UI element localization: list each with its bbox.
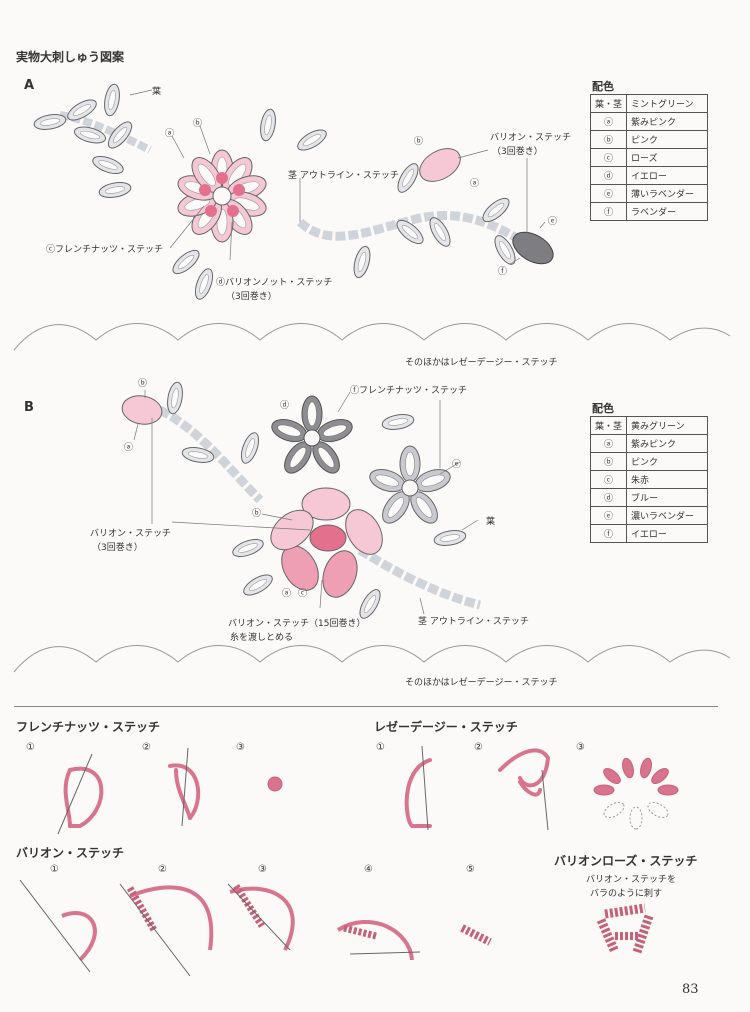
bullion-step-3: ③ <box>258 864 267 875</box>
label-d-b: ⓓ <box>280 401 290 411</box>
label-bullion15-b-2: 糸を渡しとめる <box>230 633 294 643</box>
label-bullion-knot-a-2: （3回巻き） <box>226 292 277 302</box>
bullion-rose <box>596 903 654 954</box>
scallop-b <box>13 645 731 673</box>
label-french-b: ⓕフレンチナッツ・ステッチ <box>350 386 468 396</box>
heading-french-knots: フレンチナッツ・ステッチ <box>16 720 161 734</box>
bud-a <box>419 148 461 182</box>
section-b-letter: B <box>24 400 34 415</box>
label-bullion-knot-a-1: ⓓバリオンノット・ステッチ <box>216 278 333 288</box>
label-b2-a: ⓑ <box>414 137 424 147</box>
bullion-step-5: ⑤ <box>466 864 475 875</box>
daisy-step-1: ① <box>376 742 385 753</box>
bullion-step-4: ④ <box>364 864 373 875</box>
needles-2 <box>421 745 549 831</box>
daisy-step-2: ② <box>474 742 483 753</box>
label-bullion-b-1: バリオン・ステッチ <box>90 529 172 539</box>
bullion-rose-note-1: バリオン・ステッチを <box>586 875 677 885</box>
stem-a <box>296 211 523 244</box>
french-step-2: ② <box>142 742 151 753</box>
bud-a-dark <box>512 231 554 265</box>
footer-note-a: そのほかはレゼーデージー・ステッチ <box>405 358 558 368</box>
bullion-step-2: ② <box>158 864 167 875</box>
bud-b <box>121 395 163 425</box>
label-c-b: ⓒ <box>298 589 308 599</box>
label-e-b: ⓔ <box>452 460 462 470</box>
label-bullion15-b-1: バリオン・ステッチ（15回巻き） <box>228 619 366 629</box>
heading-lazy-daisy: レゼーデージー・ステッチ <box>374 720 518 734</box>
bullion-diagrams <box>19 879 492 977</box>
french-step-1: ① <box>26 742 35 753</box>
heading-bullion-rose: バリオンローズ・ステッチ <box>554 854 698 868</box>
label-stem-a: 茎 アウトライン・ステッチ <box>288 171 399 181</box>
section-a-letter: A <box>24 78 35 93</box>
label-b-b: ⓑ <box>138 379 148 389</box>
label-a2-a: ⓐ <box>470 179 480 189</box>
daisy-step-3: ③ <box>576 742 585 753</box>
legend-row: 葉・茎黄みグリーン <box>589 416 709 435</box>
french-knot-diagrams <box>63 763 283 828</box>
page-title: 実物大刺しゅう図案 <box>16 50 125 64</box>
section-a-legend-title: 配色 <box>592 80 614 93</box>
flower-b-gray <box>268 395 356 479</box>
label-bullion-b-2: （3回巻き） <box>92 543 143 553</box>
label-bullion-a-2: （3回巻き） <box>492 147 543 157</box>
label-leaf-a: 葉 <box>152 87 162 97</box>
label-french-a: ⓒフレンチナッツ・ステッチ <box>46 245 164 255</box>
label-bullion-a-1: バリオン・ステッチ <box>490 133 572 143</box>
lazy-daisy-flower <box>593 757 679 830</box>
flower-b-lavender <box>366 445 454 529</box>
label-f-a: ⓕ <box>498 267 508 277</box>
label-a-b: ⓐ <box>124 443 134 453</box>
page-number: 83 <box>682 982 699 997</box>
footer-note-b: そのほかはレゼーデージー・ステッチ <box>405 678 558 688</box>
leaves-a <box>32 82 520 302</box>
bullion-step-1: ① <box>50 864 59 875</box>
bullion-rose-note-2: バラのように刺す <box>590 889 663 899</box>
section-divider <box>14 706 718 707</box>
label-leaf-b: 葉 <box>486 517 496 527</box>
flower-b-pink <box>270 487 383 598</box>
section-b-legend-title: 配色 <box>592 402 614 415</box>
label-a-a: ⓐ <box>165 129 175 139</box>
label-a2-b: ⓐ <box>282 589 292 599</box>
heading-bullion: バリオン・ステッチ <box>16 846 125 860</box>
flower-a-main <box>174 149 270 243</box>
label-stem-b: 茎 アウトライン・ステッチ <box>418 617 529 627</box>
label-b2-b: ⓑ <box>252 509 262 519</box>
legend-row: 葉・茎ミントグリーン <box>589 94 709 113</box>
label-e-a: ⓔ <box>548 217 558 227</box>
label-b-a: ⓑ <box>193 119 203 129</box>
lazy-daisy-diagrams <box>404 748 551 828</box>
needles-1 <box>57 747 189 835</box>
french-step-3: ③ <box>236 742 245 753</box>
scallop-a <box>13 323 731 351</box>
stem-b <box>157 405 264 504</box>
